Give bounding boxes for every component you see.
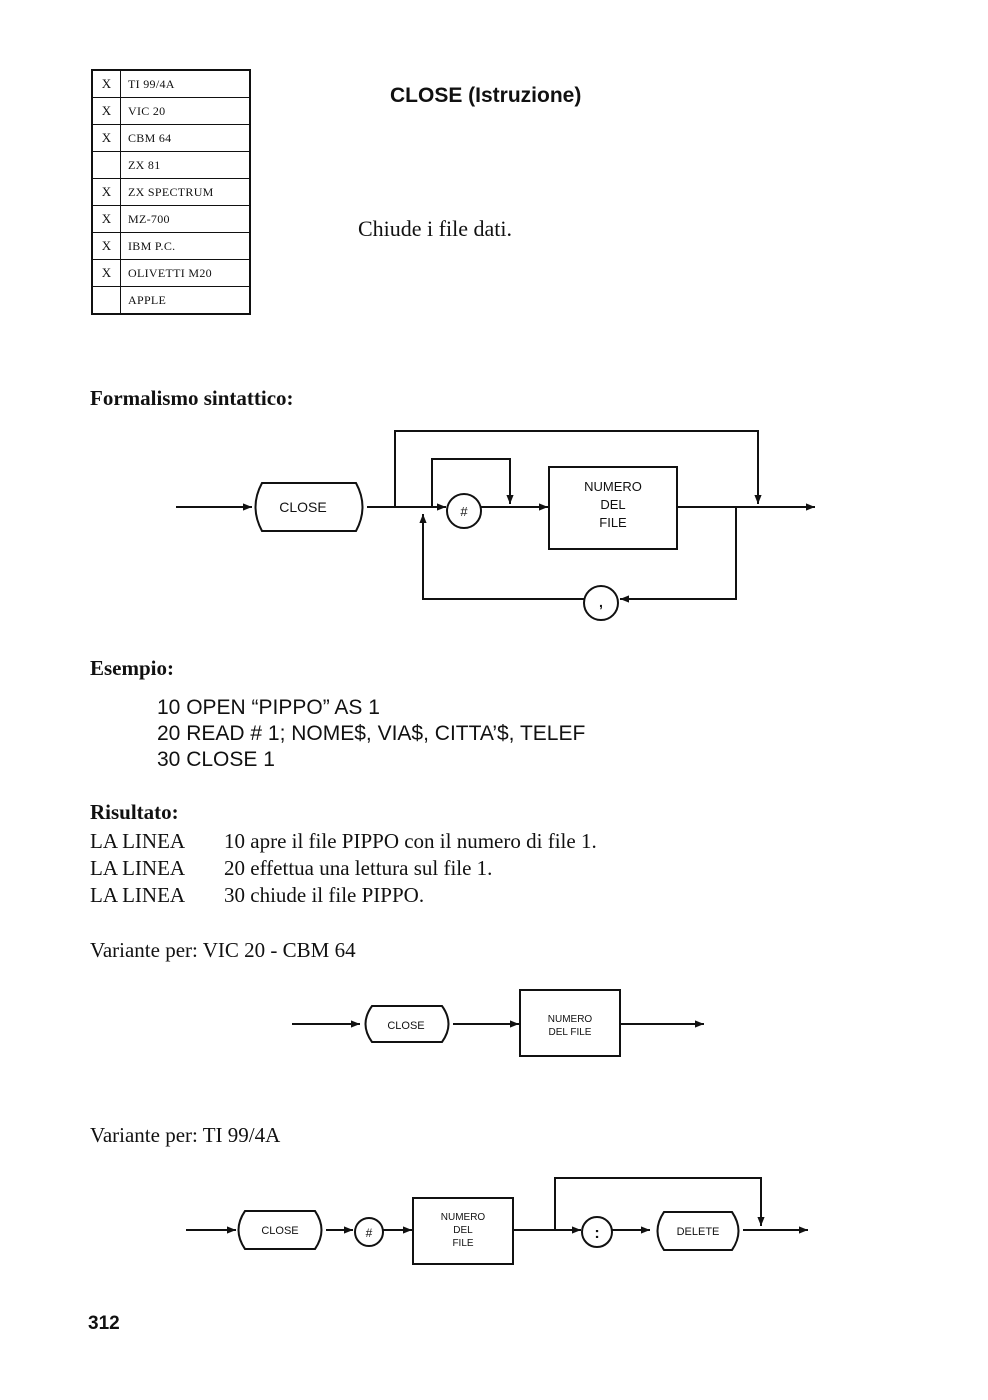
page-title: CLOSE (Istruzione)	[390, 84, 582, 107]
comma-symbol: ,	[599, 594, 603, 610]
file-number-line: DEL	[600, 497, 625, 512]
colon-symbol-circle	[581, 1216, 613, 1248]
result-text: 20 effettua una lettura sul file 1.	[224, 856, 493, 880]
compat-computer: APPLE	[120, 286, 251, 315]
variant-diagram-vic-cbm: CLOSE NUMERO DEL FILE	[292, 989, 704, 1057]
file-number-box	[548, 466, 678, 550]
example-heading: Esempio:	[90, 656, 174, 680]
comma-symbol-circle	[583, 585, 619, 621]
compat-mark	[91, 151, 121, 179]
close-keyword-shape	[254, 482, 364, 532]
result-row: LA LINEA 10 apre il file PIPPO con il num…	[90, 828, 597, 855]
hash-symbol: #	[460, 504, 468, 519]
variant-diagram-ti: CLOSE # NUMERO DEL FILE : DELETE	[186, 1177, 808, 1265]
result-row: LA LINEA 30 chiude il file PIPPO.	[90, 882, 597, 909]
compat-computer: IBM P.C.	[120, 232, 251, 260]
result-row: LA LINEA 20 effettua una lettura sul file…	[90, 855, 597, 882]
description: Chiude i file dati.	[358, 216, 512, 241]
close-keyword-shape	[364, 1005, 450, 1043]
close-keyword: CLOSE	[387, 1020, 424, 1032]
file-number-box	[519, 989, 621, 1057]
compat-row: APPLE	[91, 286, 251, 315]
result-heading: Risultato:	[90, 800, 179, 824]
hash-symbol: #	[366, 1226, 373, 1240]
hash-symbol-circle	[354, 1217, 384, 1247]
compat-mark	[91, 286, 121, 315]
variant-label: Variante per: TI 99/4A	[90, 1123, 281, 1147]
code-line: 20 READ # 1; NOME$, VIA$, CITTA’$, TELEF	[157, 722, 586, 745]
bypass-line	[394, 430, 762, 507]
compat-row: ZX 81	[91, 151, 251, 179]
code-line: 10 OPEN “PIPPO” AS 1	[157, 696, 380, 719]
result-label: LA LINEA	[90, 829, 186, 853]
repeat-line	[620, 507, 737, 603]
result-text: 10 apre il file PIPPO con il numero di f…	[224, 829, 597, 853]
file-number-line: FILE	[599, 515, 627, 530]
code-line: 30 CLOSE 1	[157, 748, 275, 771]
file-number-box	[412, 1197, 514, 1265]
delete-keyword-shape	[656, 1211, 740, 1251]
file-number-line: FILE	[452, 1238, 473, 1249]
bypass-line	[554, 1177, 765, 1230]
file-number-line: NUMERO	[548, 1014, 593, 1025]
result-label: LA LINEA	[90, 883, 186, 907]
close-keyword: CLOSE	[261, 1225, 298, 1237]
variant-label: Variante per: VIC 20 - CBM 64	[90, 938, 356, 962]
colon-symbol: :	[594, 1225, 599, 1242]
example-code: 10 OPEN “PIPPO” AS 1 20 READ # 1; NOME$,…	[157, 695, 585, 773]
compat-mark: X	[91, 205, 121, 233]
result-text: 30 chiude il file PIPPO.	[224, 883, 425, 907]
repeat-line	[419, 514, 584, 600]
hash-symbol-circle	[446, 493, 482, 529]
compat-computer: OLIVETTI M20	[120, 259, 251, 287]
close-keyword-shape	[237, 1210, 323, 1250]
compat-computer: ZX SPECTRUM	[120, 178, 251, 206]
file-number-line: DEL	[453, 1225, 473, 1236]
page-number: 312	[88, 1313, 120, 1334]
file-number-line: DEL FILE	[549, 1027, 592, 1038]
result-label: LA LINEA	[90, 856, 186, 880]
file-number-line: NUMERO	[584, 479, 642, 494]
compat-mark: X	[91, 178, 121, 206]
syntax-heading: Formalismo sintattico:	[90, 386, 294, 410]
delete-keyword: DELETE	[677, 1226, 720, 1238]
compat-computer: ZX 81	[120, 151, 251, 179]
compat-mark: X	[91, 259, 121, 287]
bypass-line	[431, 458, 514, 507]
syntax-diagram: CLOSE # NUMERO DEL FILE ,	[176, 430, 815, 621]
compat-computer: TI 99/4A	[120, 69, 251, 98]
result-list: LA LINEA 10 apre il file PIPPO con il num…	[90, 828, 597, 909]
compat-computer: CBM 64	[120, 124, 251, 152]
close-keyword: CLOSE	[279, 499, 326, 515]
file-number-line: NUMERO	[441, 1212, 486, 1223]
compat-mark: X	[91, 124, 121, 152]
